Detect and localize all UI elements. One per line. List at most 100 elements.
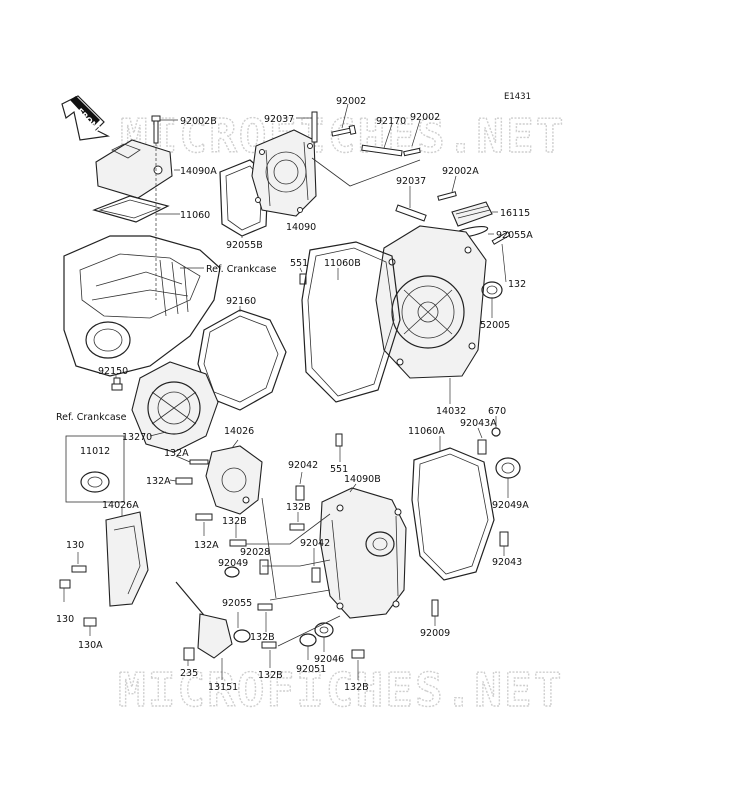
pin-92037a-icon	[311, 111, 318, 143]
cover-14090	[251, 129, 317, 217]
label-92043: 92043	[492, 557, 522, 568]
label-52005: 52005	[480, 320, 510, 331]
dowel-551a-icon	[299, 273, 307, 285]
crankcase-block	[63, 235, 221, 377]
label-92002b: 92002	[410, 112, 440, 123]
dowel-551b-icon	[335, 433, 343, 447]
bolt-132Bc-icon	[257, 603, 273, 611]
ref-crankcase-left: Ref. Crankcase	[56, 412, 127, 423]
bolt-132Be-icon	[351, 649, 365, 659]
label-92170: 92170	[376, 116, 406, 127]
label-132Bb: 132B	[286, 502, 311, 513]
label-130A: 130A	[78, 640, 103, 651]
bolt-92002a-icon	[331, 124, 357, 137]
oring-670-icon	[491, 427, 501, 437]
seal-92049A-icon	[495, 457, 521, 479]
label-132Bd: 132B	[258, 670, 283, 681]
gasket-92055B	[219, 159, 269, 237]
bolt-92043A-icon	[477, 439, 487, 455]
label-92051: 92051	[296, 664, 326, 675]
label-92049: 92049	[218, 558, 248, 569]
gasket-11060	[92, 195, 170, 223]
bolt-132Ba-icon	[229, 539, 247, 547]
label-14090B: 14090B	[344, 474, 381, 485]
label-92055: 92055	[222, 598, 252, 609]
label-132Bc: 132B	[250, 632, 275, 643]
label-670: 670	[488, 406, 506, 417]
ref-crankcase-top: Ref. Crankcase	[206, 264, 277, 275]
bolt-92150-icon	[111, 377, 123, 391]
bolt-92009-icon	[431, 599, 439, 617]
gasket-11060A	[411, 447, 495, 581]
label-92049A: 92049A	[492, 500, 529, 511]
bolt-92002A-icon	[437, 191, 457, 201]
label-14026A: 14026A	[102, 500, 139, 511]
bolt-130a-icon	[71, 565, 87, 573]
label-11060: 11060	[180, 210, 210, 221]
label-132: 132	[508, 279, 526, 290]
label-92043A: 92043A	[460, 418, 497, 429]
pump-14026	[205, 445, 263, 515]
label-132Ba: 132B	[222, 516, 247, 527]
collar-92046-icon	[314, 622, 334, 638]
bolt-92002b-icon	[403, 147, 421, 157]
bolt-130A-icon	[83, 617, 97, 627]
sensor-13151	[175, 581, 233, 659]
label-92002A: 92002A	[442, 166, 479, 177]
generator-cover-right	[375, 225, 487, 379]
stud-92170-icon	[361, 144, 403, 157]
seal-52005-icon	[481, 281, 503, 299]
label-13151: 13151	[208, 682, 238, 693]
oring-92055-icon	[233, 629, 251, 643]
label-16115: 16115	[500, 208, 530, 219]
label-92028: 92028	[240, 547, 270, 558]
label-92042a: 92042	[288, 460, 318, 471]
cover-14090B	[319, 487, 407, 619]
label-11060A: 11060A	[408, 426, 445, 437]
watermark-top: MICROFICHES.NET	[120, 109, 565, 163]
washer-92051-icon	[299, 633, 317, 647]
label-551b: 551	[330, 464, 348, 475]
label-130a: 130	[66, 540, 84, 551]
label-132Ac: 132A	[194, 540, 219, 551]
dowel-92028-icon	[259, 559, 269, 575]
bolt-132-icon	[491, 231, 511, 245]
front-arrow-icon: FRONT	[61, 95, 110, 141]
label-92002B: 92002B	[180, 116, 217, 127]
label-132Aa: 132A	[164, 448, 189, 459]
cover-14026A	[105, 511, 149, 607]
bolt-92043-icon	[499, 531, 509, 547]
label-11060B: 11060B	[324, 258, 361, 269]
label-92055B: 92055B	[226, 240, 263, 251]
label-130b: 130	[56, 614, 74, 625]
label-14032: 14032	[436, 406, 466, 417]
label-235: 235	[180, 668, 198, 679]
bolt-132Ac-icon	[195, 513, 213, 521]
cover-13270	[131, 361, 219, 453]
label-132Ab: 132A	[146, 476, 171, 487]
cover-14090A	[95, 139, 173, 199]
label-92046: 92046	[314, 654, 344, 665]
bolt-132Ab-icon	[175, 477, 193, 485]
label-14026: 14026	[224, 426, 254, 437]
label-14090: 14090	[286, 222, 316, 233]
cap-16115	[451, 201, 493, 227]
bolt-132Bb-icon	[289, 523, 305, 531]
gasket-11060B	[301, 241, 401, 403]
ref-box-11012	[65, 435, 125, 503]
pin-92037b-icon	[395, 204, 427, 222]
bolt-130b-icon	[59, 579, 71, 589]
dowel-92042a-icon	[295, 485, 305, 501]
seal-11012-icon	[80, 471, 110, 493]
label-92009: 92009	[420, 628, 450, 639]
label-92042b: 92042	[300, 538, 330, 549]
watermark-bottom: MICROFICHES.NET	[118, 663, 563, 717]
label-92037a: 92037	[264, 114, 294, 125]
label-14090A: 14090A	[180, 166, 217, 177]
bolt-132Aa-icon	[189, 459, 209, 465]
bolt-235-icon	[183, 647, 195, 661]
bolt-132Bd-icon	[261, 641, 277, 649]
label-92055A: 92055A	[496, 230, 533, 241]
label-132Be: 132B	[344, 682, 369, 693]
